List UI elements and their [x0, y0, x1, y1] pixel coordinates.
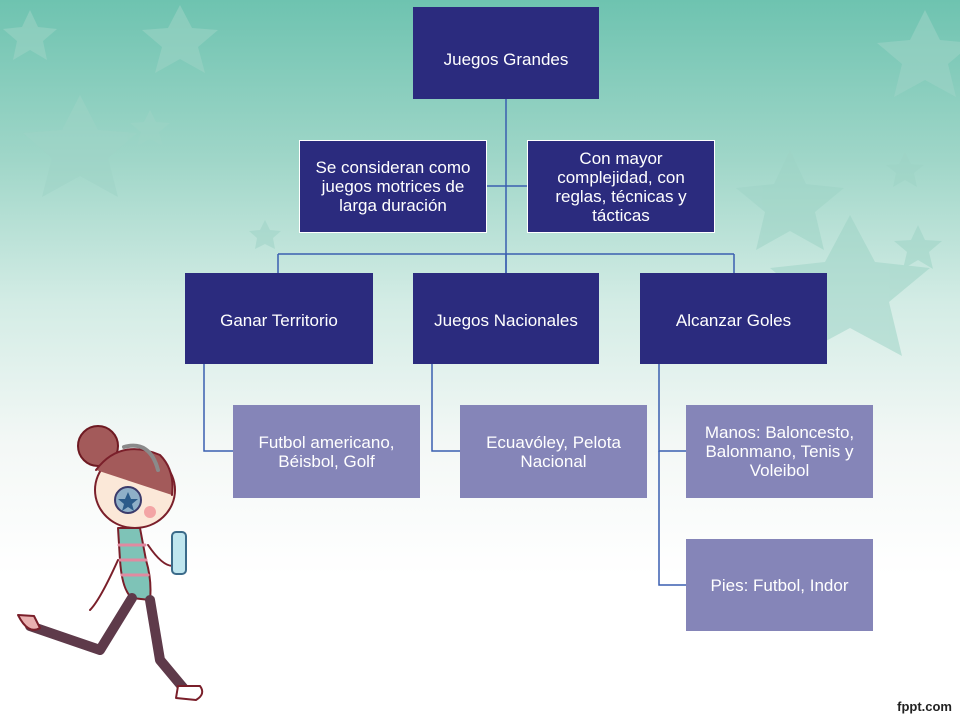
child-line-nacionales	[431, 364, 460, 452]
note-left-node: Se consideran como juegos motrices de la…	[299, 140, 487, 233]
child-node-manos: Manos: Baloncesto, Balonmano, Tenis y Vo…	[686, 405, 873, 498]
child-node-pies: Pies: Futbol, Indor	[686, 539, 873, 631]
child-node-juegos-nacionales: Ecuavóley, Pelota Nacional	[460, 405, 647, 498]
running-girl-illustration	[17, 425, 204, 701]
category-node-alcanzar-goles: Alcanzar Goles	[640, 273, 827, 364]
root-node: Juegos Grandes	[413, 7, 599, 99]
child-line-pies	[658, 451, 686, 586]
category-node-ganar-territorio: Ganar Territorio	[185, 273, 373, 364]
note-right-node: Con mayor complejidad, con reglas, técni…	[527, 140, 715, 233]
child-line-ganar	[203, 364, 233, 452]
category-node-juegos-nacionales: Juegos Nacionales	[413, 273, 599, 364]
brand-footer-text: fppt.com	[897, 699, 952, 714]
child-line-manos	[658, 364, 686, 452]
child-node-ganar-territorio: Futbol americano, Béisbol, Golf	[233, 405, 420, 498]
